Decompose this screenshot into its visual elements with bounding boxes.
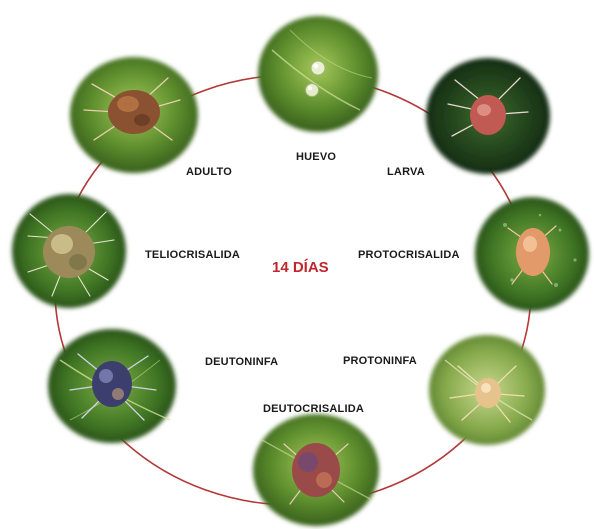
stage-label-adulto: ADULTO — [186, 166, 232, 178]
protocrisalida-photo — [475, 197, 589, 311]
stage-label-huevo: HUEVO — [296, 151, 336, 163]
stage-label-deutoninfa: DEUTONINFA — [205, 356, 278, 368]
huevo-photo — [258, 16, 378, 132]
deutocrisalida-photo — [253, 414, 379, 526]
cycle-duration-label: 14 DÍAS — [272, 259, 329, 276]
stage-label-protocrisalida: PROTOCRISALIDA — [358, 249, 460, 261]
stage-label-protoninfa: PROTONINFA — [343, 355, 417, 367]
stage-label-deutocrisalida: DEUTOCRISALIDA — [263, 403, 364, 415]
stage-label-teliocrisalida: TELIOCRISALIDA — [145, 249, 240, 261]
protoninfa-photo — [429, 335, 545, 445]
teliocrisalida-photo — [12, 194, 126, 308]
deutoninfa-photo — [48, 329, 176, 443]
adulto-photo — [70, 57, 198, 173]
larva-photo — [426, 58, 550, 174]
stage-label-larva: LARVA — [387, 166, 425, 178]
